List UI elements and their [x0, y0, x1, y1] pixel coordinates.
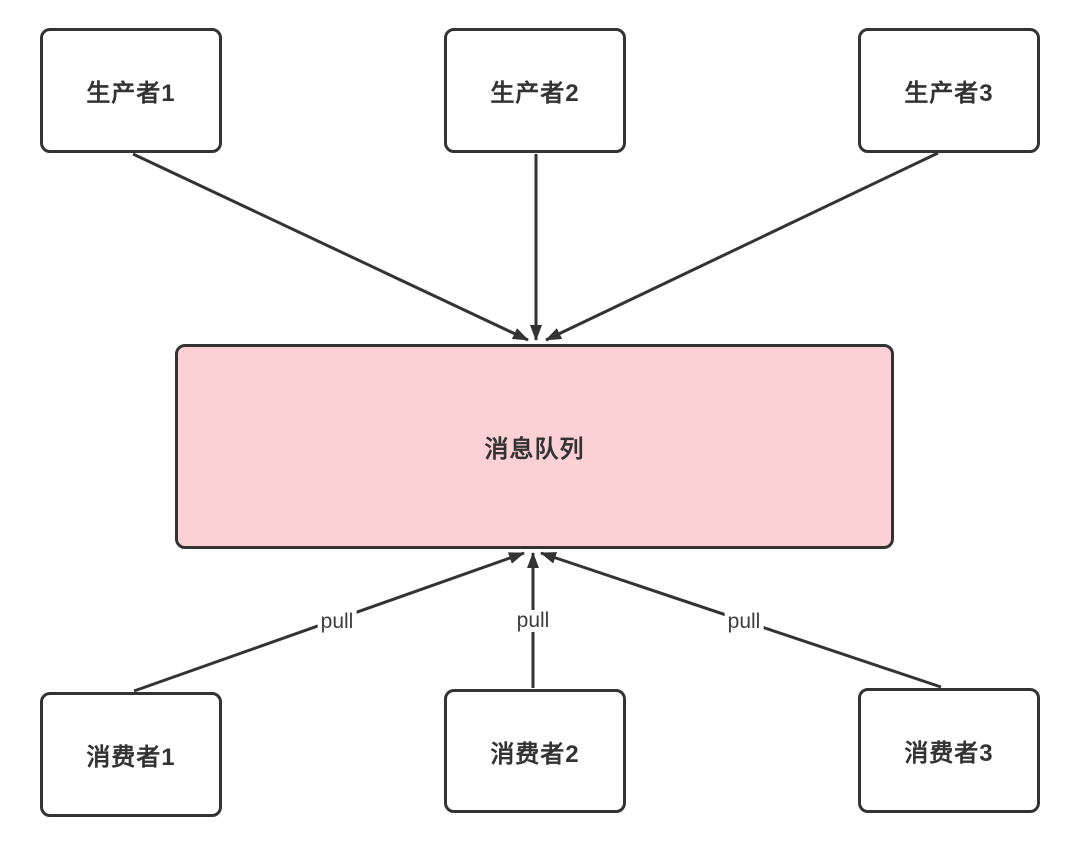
node-consumer-2-label: 消费者2	[490, 740, 580, 768]
edge-label-pull-2: pull	[513, 609, 553, 633]
edge-label-pull-1: pull	[317, 610, 357, 634]
node-producer-2-label: 生产者2	[490, 80, 580, 107]
edge-producer1-to-queue	[132, 152, 529, 342]
node-message-queue-label: 消息队列	[484, 436, 585, 463]
node-message-queue: 消息队列	[175, 344, 894, 549]
edge-producer3-to-queue	[545, 151, 939, 342]
node-consumer-1: 消费者1	[40, 692, 222, 817]
node-producer-3-label: 生产者3	[904, 80, 994, 107]
edge-label-pull-3: pull	[724, 610, 764, 634]
node-consumer-2: 消费者2	[444, 689, 626, 813]
node-consumer-1-label: 消费者1	[86, 744, 176, 771]
node-producer-3: 生产者3	[858, 28, 1040, 153]
node-producer-1-label: 生产者1	[86, 80, 176, 107]
node-consumer-3: 消费者3	[858, 688, 1040, 813]
node-consumer-3-label: 消费者3	[904, 740, 994, 767]
node-producer-1: 生产者1	[40, 28, 222, 153]
node-producer-2: 生产者2	[444, 28, 626, 153]
